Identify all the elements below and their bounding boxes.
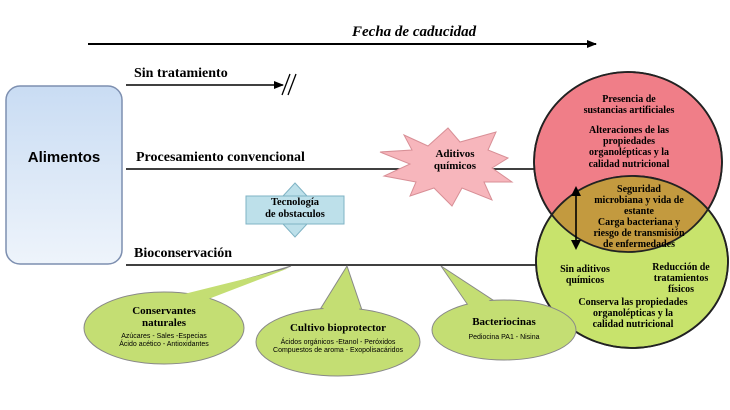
overlap-arrow-head-down [571,240,581,250]
bubble-1-tail-cover [160,268,289,303]
timeline-title: Fecha de caducidad [352,24,477,40]
overlap-arrow-head-up [571,186,581,196]
bubble-1 [83,291,245,365]
bubble-3-title: Bacteriocinas [472,316,536,328]
green-circle-outline [535,175,729,349]
bubble-3-sub: Pediocina PA1 - Nisina [468,334,540,341]
bubble-2-title: Cultivo bioprotector [289,322,387,334]
food-label: Alimentos [27,149,101,166]
stop-mark-2 [287,73,297,96]
overlap-zone [536,176,722,252]
hurdle-box [245,195,345,225]
route-label-conventional: Procesamiento convencional [136,150,305,165]
bubble-3-tail-cover [443,268,500,310]
bubble-3 [431,299,577,361]
route-label-none: Sin tratamiento [134,66,228,81]
route-label-bio: Bioconservación [134,246,232,261]
stop-mark-1 [281,73,291,96]
bubble-2-tail-cover [318,268,362,318]
additives-star [379,127,514,207]
food-box [5,85,123,265]
red-circle-outline [533,71,723,253]
